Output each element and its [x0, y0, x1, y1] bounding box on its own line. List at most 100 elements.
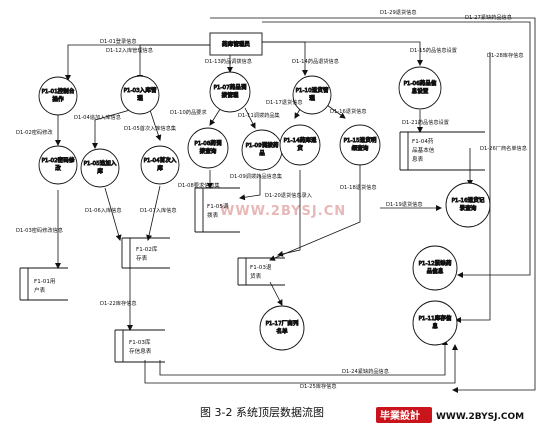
process-p1-05-label-2: 库 [97, 167, 103, 175]
process-p1-01-label-2: 操作 [52, 95, 64, 103]
flow-label-d15: D1-15药品信息设置 [410, 46, 457, 54]
flow-line-d12 [137, 44, 210, 81]
flow-label-d24: D1-24紧缺药品信息 [342, 367, 389, 375]
process-p1-14-label: P1-14药库退 [284, 136, 317, 144]
process-p1-08-label: P1-08药调 [194, 139, 222, 147]
process-p1-11-label: P1-11库存信 [419, 314, 452, 322]
flow-label-d11: D1-11调拨药品集 [238, 111, 281, 119]
process-p1-02 [38, 145, 78, 185]
process-p1-11 [412, 300, 458, 346]
flow-label-d17: D1-17退货信息 [266, 98, 303, 106]
process-p1-01 [38, 76, 78, 116]
process-p1-12-label: P1-12紧缺药 [419, 259, 452, 267]
process-p1-10 [292, 75, 332, 115]
process-p1-11-label-2: 息 [432, 322, 438, 330]
process-p1-02-label-2: 改 [55, 164, 61, 172]
figure-caption: 图 3-2 系统顶层数据流图 [200, 405, 324, 419]
store-f1-04-label: F1-04药 [412, 137, 434, 145]
flow-label-d22: D1-22库存信息 [100, 299, 137, 307]
process-p1-01-label: P1-01控制台 [42, 87, 75, 95]
logo-cn-text: 毕業設計 [380, 409, 420, 422]
process-p1-14 [279, 124, 321, 166]
process-p1-09-label: P1-09调拨药 [246, 141, 279, 149]
process-p1-03 [120, 75, 160, 115]
process-p1-14-label-2: 货 [297, 144, 303, 152]
process-p1-16-label: P1-16退货记 [452, 196, 485, 204]
flow-label-d04: D1-04追加入库信息 [74, 113, 121, 121]
flow-label-d12: D1-12入库管理信息 [106, 46, 153, 54]
flow-line-d29 [210, 17, 536, 393]
flow-label-d25: D1-25库存信息 [300, 382, 337, 390]
flow-line-d06 [104, 187, 122, 241]
nodes: 药库管理员 P1-01控制台 操作 P1-02密码修 改 P1-03入库管 理 … [38, 32, 491, 351]
process-p1-15-label: P1-15退货明 [344, 136, 377, 144]
process-p1-08-label-2: 拨查询 [200, 147, 217, 155]
flow-label-d03: D1-03密码修改信息 [16, 226, 63, 234]
flow-label-d19: D1-19退货信息 [386, 200, 423, 208]
process-p1-15-label-2: 细查询 [352, 144, 369, 152]
process-p1-06-label-2: 息设置 [412, 87, 429, 95]
flow-line-d27 [262, 21, 531, 278]
process-p1-09-label-2: 品 [259, 150, 265, 157]
flow-line-d11 [244, 107, 256, 129]
admin-entity-label: 药库管理员 [222, 40, 250, 48]
flow-labels: D1-29退货信息 D1-27紧缺药品信息 D1-28库存信息 D1-01登录信… [16, 8, 527, 390]
process-p1-10-label-2: 理 [309, 95, 315, 102]
flow-label-d05: D1-05首次入库信息集 [124, 124, 177, 132]
site-logo: 毕業設計 WWW.2BYSJ.COM [375, 406, 535, 424]
process-p1-12 [412, 245, 458, 291]
process-p1-07-label-2: 拨管理 [222, 91, 239, 99]
flow-line-d15 [262, 41, 423, 66]
flow-line-d28 [455, 52, 491, 323]
process-p1-17 [259, 305, 305, 351]
flow-label-d09: D1-09调拨药品信息集 [230, 172, 283, 180]
flow-label-d21: D1-21药品信息设置 [402, 118, 449, 126]
data-stores [19, 131, 485, 363]
flow-label-d07: D1-07入库信息 [140, 206, 177, 214]
store-f1-05-label: F1-05调 [207, 202, 229, 210]
store-f1-04 [399, 131, 485, 171]
process-p1-05-label: P1-05追加入 [84, 159, 117, 167]
watermark-text: WWW.2BYSJ.CN [220, 204, 346, 219]
flow-label-d06: D1-06入库信息 [85, 206, 122, 214]
flow-line-d04 [92, 109, 131, 149]
store-f1-06-label: F1-03退 [250, 263, 272, 271]
flow-line-d05 [149, 109, 162, 141]
process-p1-04-label-2: 库 [157, 164, 163, 172]
store-f1-04-label-3: 息表 [412, 155, 424, 163]
process-p1-04-label: P1-04首次入 [144, 156, 177, 164]
process-p1-10-label: P1-10退货管 [296, 86, 329, 94]
store-f1-01 [19, 267, 68, 301]
logo-url-text: WWW.2BYSJ.COM [436, 412, 524, 422]
flow-label-d10: D1-10药品要求 [170, 108, 207, 116]
flow-label-d29: D1-29退货信息 [380, 8, 417, 16]
flow-label-d20: D1-20退货信息录入 [265, 191, 312, 199]
process-p1-12-label-2: 品信息 [427, 267, 444, 275]
process-p1-03-label: P1-03入库管 [124, 86, 157, 94]
flow-label-d14: D1-14药品退货信息 [292, 57, 339, 65]
flow-label-d16: D1-16退货信息 [330, 107, 367, 115]
process-p1-17-label-2: 名单 [276, 327, 288, 335]
store-f1-02-label: F1-02库 [136, 245, 158, 253]
process-p1-07-label: P1-07药品调 [214, 83, 247, 91]
process-p1-16-label-2: 录查询 [460, 204, 477, 212]
store-f1-01-label: F1-01用 [34, 278, 56, 285]
process-p1-17-label: P1-17厂商列 [266, 319, 299, 327]
store-f1-03-label-2: 存信息表 [129, 347, 152, 355]
process-p1-06-label: P1-06药品信 [404, 79, 437, 87]
flow-label-d08: D1-08要求信息集 [178, 181, 221, 189]
store-f1-03-label: F1-03库 [129, 338, 151, 346]
logo-badge [376, 407, 432, 423]
caption: 图 3-2 系统顶层数据流图 [200, 405, 324, 419]
flow-line-d23 [269, 281, 283, 306]
process-p1-04 [140, 145, 180, 185]
store-f1-02 [121, 237, 170, 269]
flow-label-d02: D1-02密码修改 [16, 128, 53, 136]
flow-line-d07 [146, 185, 161, 241]
process-p1-05 [80, 148, 120, 188]
flow-label-d01: D1-01登录信息 [100, 37, 137, 45]
store-f1-04-label-2: 品基本信 [412, 146, 435, 154]
process-p1-16 [445, 182, 491, 228]
